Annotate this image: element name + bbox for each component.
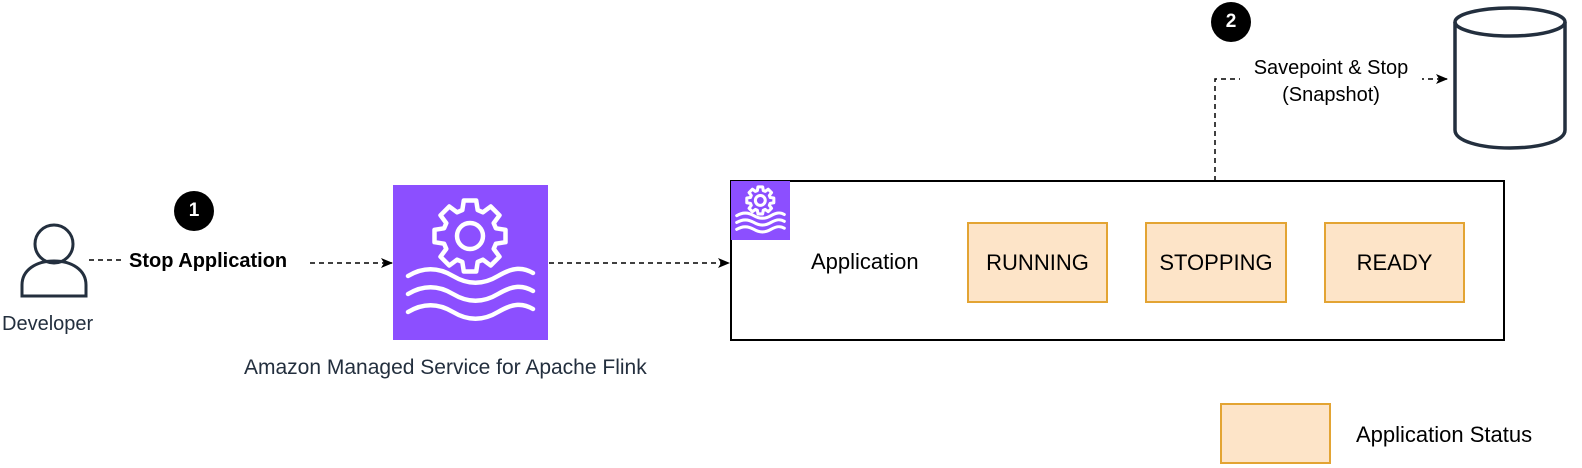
status-stopping: STOPPING <box>1145 222 1287 303</box>
application-label: Application <box>811 249 919 274</box>
flink-gear-waves-icon <box>735 185 786 234</box>
status-running: RUNNING <box>967 222 1108 303</box>
database-cylinder-icon <box>1453 6 1567 150</box>
legend-swatch <box>1220 403 1331 464</box>
savepoint-label: Savepoint & Stop (Snapshot) <box>1240 55 1422 109</box>
application-flink-tile <box>731 181 790 240</box>
flink-service-tile <box>393 185 548 340</box>
developer-label: Developer <box>2 313 94 335</box>
stop-application-label: Stop Application <box>129 250 288 273</box>
legend-label: Application Status <box>1356 422 1533 447</box>
savepoint-label-line1: Savepoint & Stop <box>1253 57 1409 79</box>
step-2-badge: 2 <box>1211 2 1251 42</box>
flink-gear-waves-icon <box>405 198 536 321</box>
status-ready: READY <box>1324 222 1465 303</box>
step-1-badge: 1 <box>174 191 214 231</box>
flink-service-label: Amazon Managed Service for Apache Flink <box>244 356 647 379</box>
savepoint-label-line2: (Snapshot) <box>1282 84 1380 106</box>
user-icon <box>20 223 88 298</box>
